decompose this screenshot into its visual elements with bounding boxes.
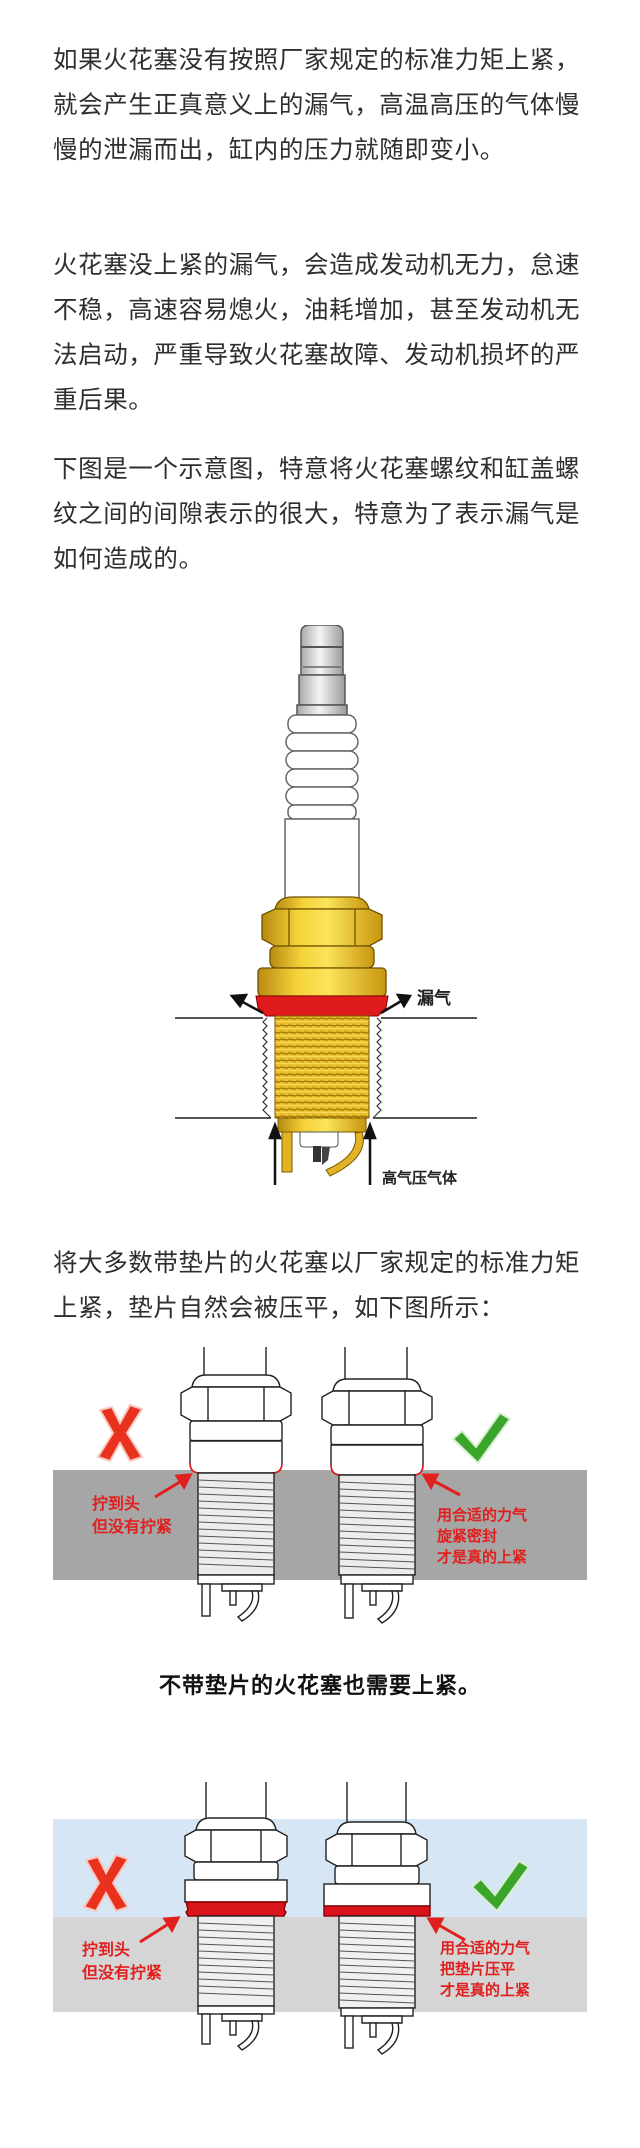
- spark-plug-wrong: [180, 1347, 292, 1622]
- spark-plug-right: [321, 1347, 433, 1624]
- right-label-line1: 用合适的力气: [437, 1506, 527, 1524]
- right-label-line1: 用合适的力气: [440, 1939, 530, 1957]
- insulator-body: [284, 818, 360, 910]
- thread-lines-right: [338, 1481, 416, 1570]
- cylinder-head-band: [53, 1917, 587, 2012]
- wrong-label-line2: 但没有拧紧: [82, 1963, 162, 1982]
- cross-icon: [82, 1853, 130, 1913]
- spark-plug-leak-illustration: 漏气 高气压气体: [175, 625, 477, 1187]
- wrong-label-line2: 但没有拧紧: [92, 1517, 172, 1536]
- check-icon: [451, 1411, 512, 1465]
- right-label-line2: 把垫片压平: [440, 1960, 515, 1978]
- thread-gap-zigzag: [262, 1017, 382, 1119]
- comparison-diagram-1: 拧到头 但没有拧紧 用合适的力气 旋紧密封 才是真的上紧: [0, 1335, 640, 1630]
- spark-plug-wrong: [184, 1782, 288, 2051]
- electrodes: [281, 1131, 364, 1177]
- red-arrows: [139, 1916, 466, 1944]
- cylinder-head-lines: [175, 1017, 477, 1119]
- hex-shell: [257, 896, 387, 997]
- comparison-illustration-2: 拧到头 但没有拧紧 用合适的力气 把垫片压平 才是真的上紧: [53, 1782, 587, 2055]
- spark-plug-right: [323, 1782, 431, 2055]
- spark-plug-leak-diagram: 漏气 高气压气体: [0, 625, 640, 1200]
- paragraph-gasket-torque: 将大多数带垫片的火花塞以厂家规定的标准力矩上紧，垫片自然会被压平，如下图所示：: [53, 1248, 581, 1322]
- wrong-label-line1: 拧到头: [92, 1494, 140, 1513]
- leak-label: 漏气: [417, 988, 451, 1009]
- caption-no-gasket: 不带垫片的火花塞也需要上紧。: [158, 1674, 481, 1699]
- insulator-ribs: [285, 714, 359, 820]
- gasket-ring: [255, 995, 389, 1017]
- cross-icon: [96, 1403, 144, 1463]
- paragraph-consequences: 火花塞没上紧的漏气，会造成发动机无力，怠速不稳，高速容易熄火，油耗增加，甚至发动…: [53, 250, 581, 414]
- threaded-shank: [274, 1015, 370, 1133]
- thread-lines-right: [338, 1922, 416, 2004]
- cylinder-head-band: [53, 1470, 587, 1580]
- comparison-illustration-1: 拧到头 但没有拧紧 用合适的力气 旋紧密封 才是真的上紧: [53, 1347, 587, 1624]
- red-arrows: [154, 1473, 461, 1499]
- right-label-line3: 才是真的上紧: [437, 1548, 527, 1566]
- pressure-arrows: [268, 1121, 377, 1185]
- high-pressure-gas-label: 高气压气体: [382, 1169, 458, 1187]
- thread-lines-wrong: [197, 1922, 275, 1997]
- wrong-label-line1: 拧到头: [82, 1940, 130, 1959]
- paragraph-diagram-note: 下图是一个示意图，特意将火花塞螺纹和缸盖螺纹之间的间隙表示的很大，特意为了表示漏…: [53, 454, 581, 573]
- upper-band: [53, 1819, 587, 1917]
- right-label-line2: 旋紧密封: [436, 1527, 497, 1545]
- thread-lines-wrong: [197, 1479, 275, 1568]
- terminal-nut: [296, 625, 348, 716]
- comparison-diagram-2: 拧到头 但没有拧紧 用合适的力气 把垫片压平 才是真的上紧: [0, 1760, 640, 2060]
- leak-arrows: [229, 993, 413, 1015]
- paragraph-leak-intro: 如果火花塞没有按照厂家规定的标准力矩上紧，就会产生正真意义上的漏气，高温高压的气…: [53, 45, 581, 164]
- right-label-line3: 才是真的上紧: [440, 1981, 530, 1999]
- check-icon: [470, 1859, 531, 1913]
